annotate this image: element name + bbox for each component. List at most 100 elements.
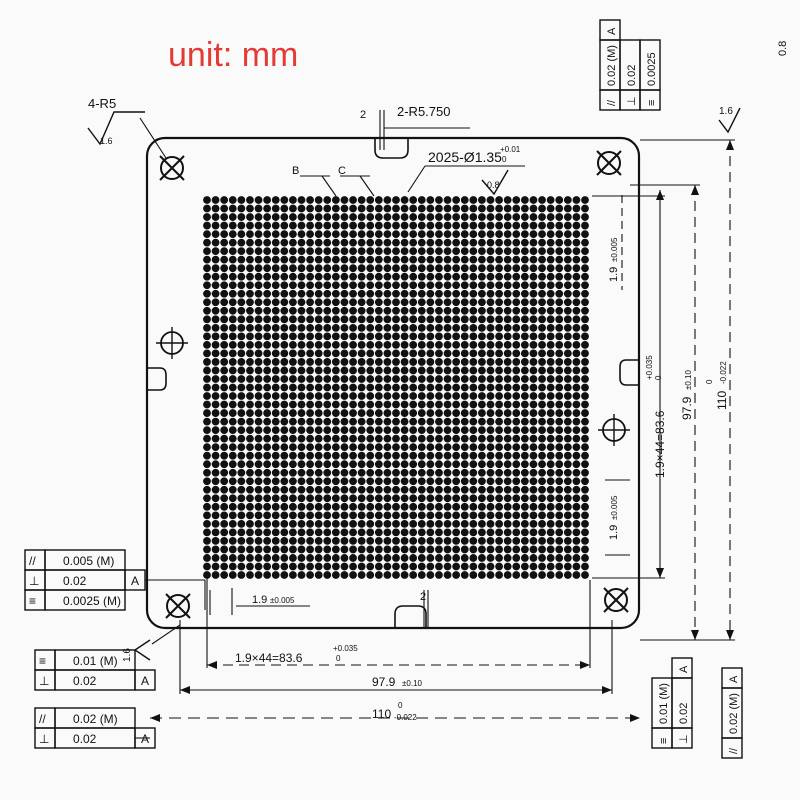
array-hole (323, 349, 332, 358)
array-hole (538, 323, 546, 332)
array-hole (572, 247, 581, 256)
array-hole (306, 204, 314, 213)
array-hole (220, 537, 229, 545)
array-hole (443, 571, 452, 579)
array-hole (409, 230, 418, 238)
array-hole (246, 392, 254, 400)
array-hole (220, 417, 229, 426)
array-hole (409, 434, 418, 443)
array-hole (546, 571, 555, 579)
array-hole (409, 409, 418, 417)
array-hole (529, 400, 538, 409)
array-hole (323, 502, 332, 511)
array-hole (211, 571, 220, 579)
array-hole (400, 221, 409, 230)
array-hole (555, 554, 564, 562)
array-hole (478, 315, 486, 324)
array-hole (280, 255, 289, 264)
array-hole (237, 255, 246, 264)
array-hole (271, 460, 280, 469)
array-hole (203, 349, 211, 358)
array-hole (529, 494, 538, 503)
array-hole (246, 400, 254, 409)
array-hole (297, 213, 306, 221)
array-hole (512, 537, 521, 545)
array-hole (340, 485, 349, 494)
array-hole (538, 264, 546, 273)
array-hole (469, 562, 478, 571)
array-hole (503, 298, 512, 307)
array-hole (478, 255, 486, 264)
array-hole (297, 537, 306, 545)
array-hole (400, 502, 409, 511)
array-hole (529, 511, 538, 520)
array-hole (417, 264, 426, 273)
tol-datum: A (141, 674, 149, 688)
array-hole (263, 417, 272, 426)
array-hole (297, 571, 306, 579)
array-hole (220, 323, 229, 332)
array-hole (452, 366, 461, 375)
array-hole (538, 272, 546, 281)
array-hole (555, 443, 564, 452)
array-hole (297, 315, 306, 324)
array-hole (374, 306, 383, 315)
array-hole (297, 443, 306, 452)
array-hole (503, 306, 512, 315)
array-hole (374, 392, 383, 400)
array-hole (443, 502, 452, 511)
array-hole (563, 366, 572, 375)
array-hole (383, 204, 392, 213)
array-hole (538, 468, 546, 477)
array-hole (340, 477, 349, 486)
array-hole (220, 426, 229, 435)
array-hole (555, 494, 564, 503)
array-hole (271, 272, 280, 281)
array-hole (478, 571, 486, 579)
array-hole (435, 528, 443, 537)
array-hole (374, 485, 383, 494)
array-hole (520, 375, 529, 383)
array-hole (520, 196, 529, 204)
array-hole (254, 528, 263, 537)
array-hole (331, 426, 340, 435)
array-hole (520, 451, 529, 460)
array-hole (297, 230, 306, 238)
array-hole (460, 468, 469, 477)
array-hole (529, 306, 538, 315)
array-hole (572, 323, 581, 332)
array-hole (349, 204, 357, 213)
tol-symbol: ⊥ (678, 734, 690, 744)
array-hole (323, 230, 332, 238)
array-hole (297, 221, 306, 230)
array-hole (417, 460, 426, 469)
array-hole (572, 460, 581, 469)
array-hole (366, 571, 375, 579)
array-hole (529, 392, 538, 400)
array-hole (555, 434, 564, 443)
array-hole (486, 519, 495, 528)
array-hole (555, 375, 564, 383)
array-hole (512, 281, 521, 290)
array-hole (331, 375, 340, 383)
array-hole (435, 247, 443, 256)
array-hole (392, 511, 400, 520)
dim-110-bottom-tol: -0.022 (394, 713, 417, 722)
array-hole (289, 477, 297, 486)
array-hole (314, 298, 323, 307)
array-hole (529, 502, 538, 511)
array-hole (486, 537, 495, 545)
array-hole (228, 537, 237, 545)
array-hole (383, 468, 392, 477)
array-hole (280, 554, 289, 562)
array-hole (323, 358, 332, 366)
array-hole (435, 264, 443, 273)
array-hole (563, 332, 572, 341)
array-hole (486, 392, 495, 400)
array-hole (374, 196, 383, 204)
array-hole (392, 519, 400, 528)
array-hole (469, 255, 478, 264)
array-hole (426, 247, 435, 256)
array-hole (572, 477, 581, 486)
array-hole (228, 451, 237, 460)
